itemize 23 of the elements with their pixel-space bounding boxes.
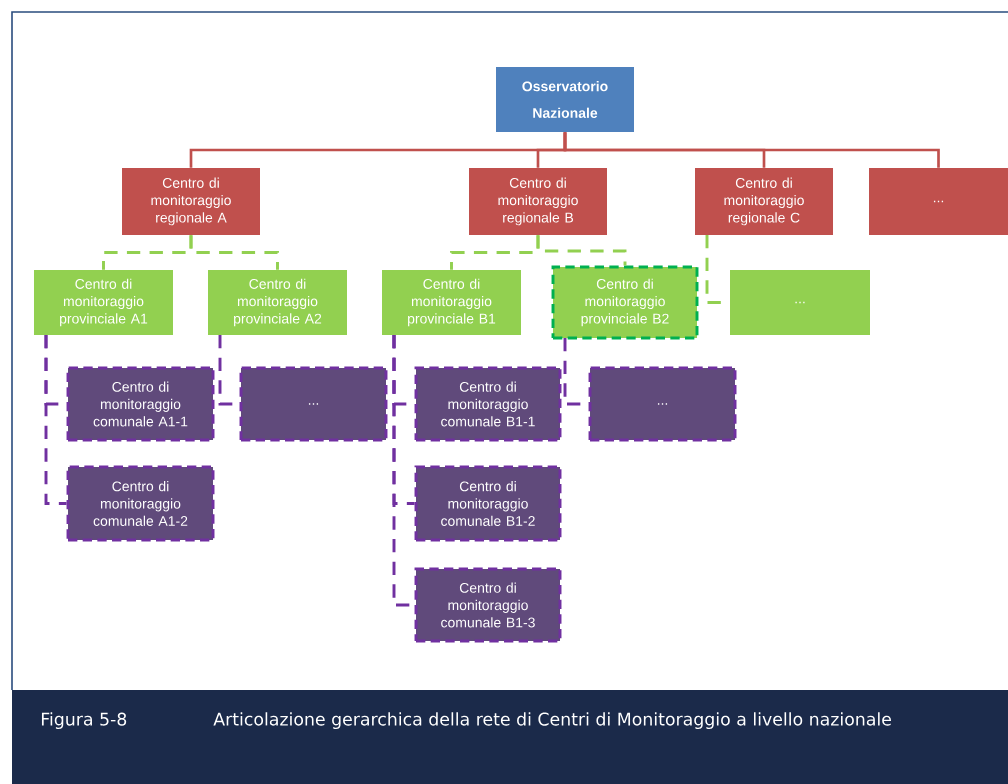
municipal-box: ... — [239, 366, 388, 442]
connector-line — [44, 335, 67, 505]
caption-text: Articolazione gerarchica della rete di Centri di Monitoraggio a livello nazionale — [213, 712, 891, 729]
municipal-box: Centro di monitoraggio comunale A1-2 — [66, 465, 215, 542]
municipal-box: ... — [588, 366, 737, 442]
provincial-box: ... — [730, 270, 870, 335]
connector-line — [536, 235, 627, 266]
provincial-box: Centro di monitoraggio provinciale A1 — [34, 270, 173, 335]
provincial-box: Centro di monitoraggio provinciale A2 — [208, 270, 347, 335]
regional-box: ... — [869, 168, 1008, 235]
top-box: Osservatorio Nazionale — [496, 67, 634, 132]
figure-number: Figura 5-8 — [41, 712, 127, 729]
municipal-box: Centro di monitoraggio comunale B1-3 — [414, 567, 562, 643]
regional-box: Centro di monitoraggio regionale A — [122, 168, 260, 235]
connector-line — [189, 235, 279, 270]
municipal-box: Centro di monitoraggio comunale B1-2 — [414, 465, 562, 542]
regional-box: Centro di monitoraggio regionale B — [469, 168, 607, 235]
municipal-box: Centro di monitoraggio comunale A1-1 — [66, 366, 215, 442]
provincial-box: Centro di monitoraggio provinciale B1 — [382, 270, 521, 335]
municipal-box: Centro di monitoraggio comunale B1-1 — [414, 366, 562, 442]
regional-box: Centro di monitoraggio regionale C — [695, 168, 833, 235]
provincial-box: Centro di monitoraggio provinciale B2 — [551, 265, 699, 340]
connector-line — [563, 132, 940, 168]
